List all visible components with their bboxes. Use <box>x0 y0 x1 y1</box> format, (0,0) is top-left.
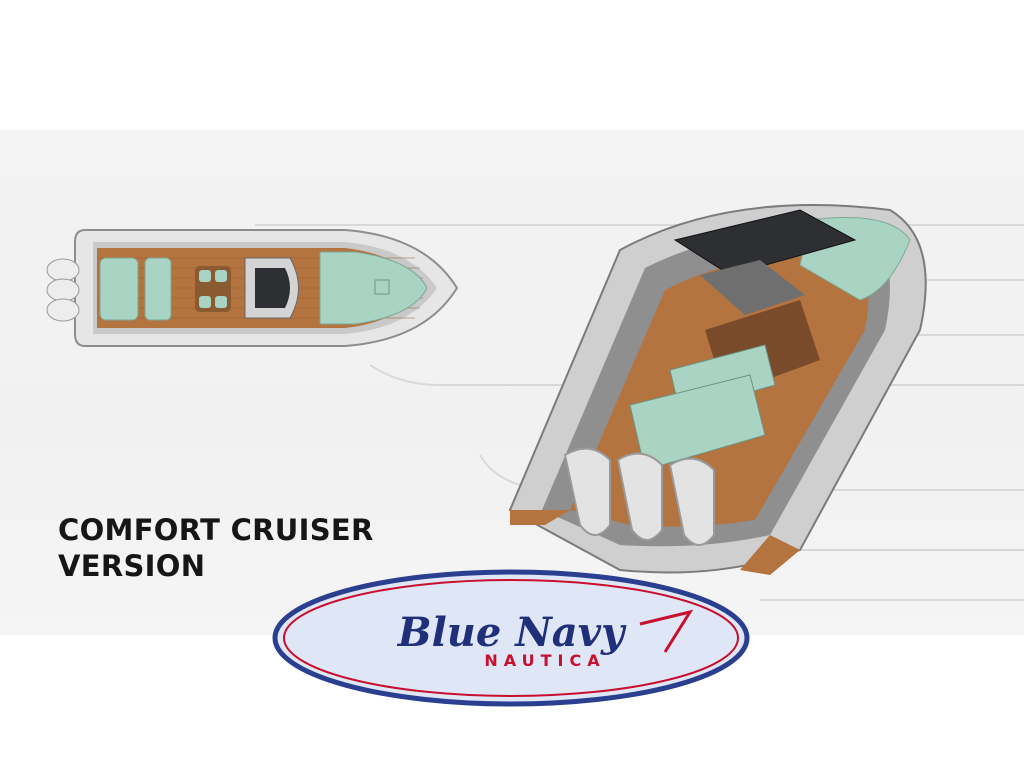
logo-wordmark: Blue Navy <box>397 609 627 656</box>
version-title-line2: VERSION <box>58 549 206 583</box>
version-title: COMFORT CRUISER VERSION <box>58 512 374 584</box>
boat-top-view <box>46 229 459 347</box>
boat-perspective-view <box>508 204 927 575</box>
version-title-line1: COMFORT CRUISER <box>58 513 374 547</box>
logo-subtitle: NAUTICA <box>484 651 605 670</box>
brand-logo: Blue Navy NAUTICA <box>272 569 750 707</box>
